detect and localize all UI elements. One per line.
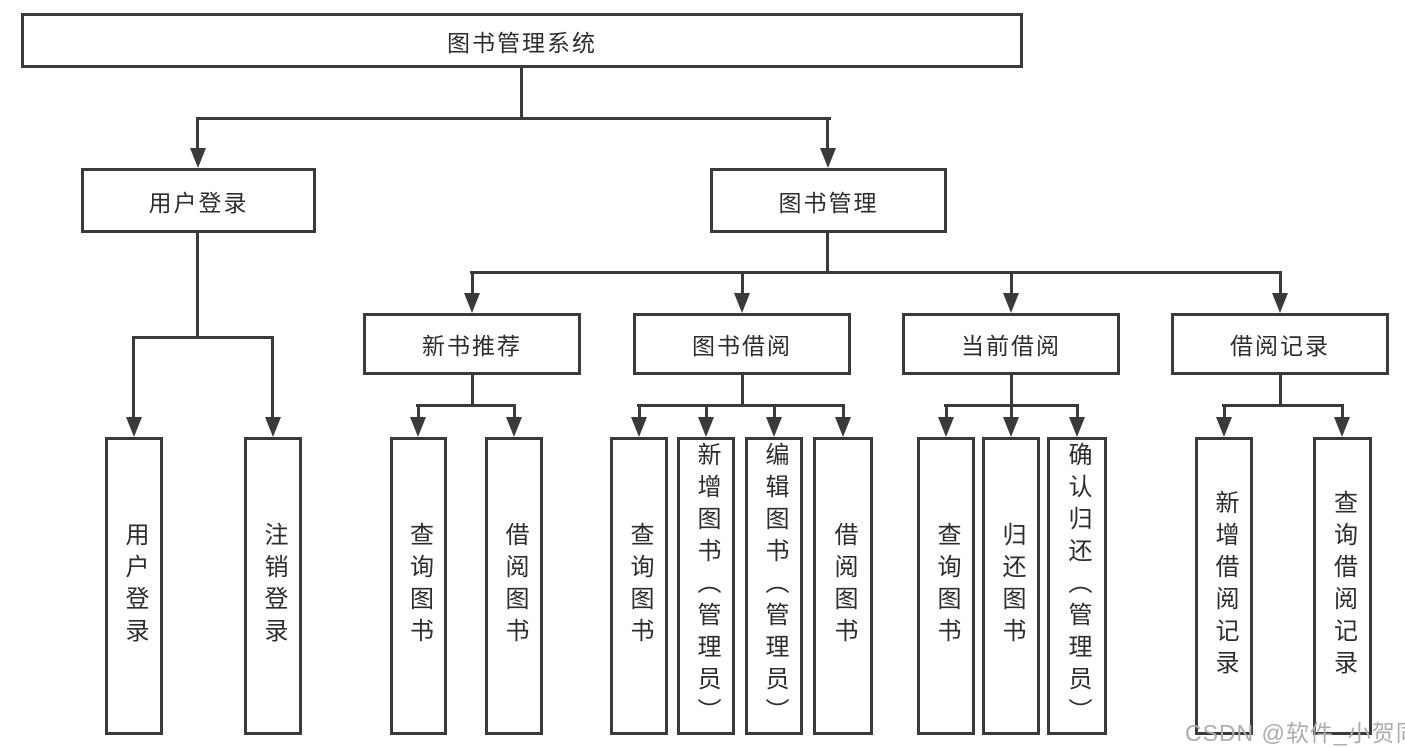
connector-recommend-spread — [416, 404, 516, 407]
leaf-logout: 注销登录 — [244, 437, 302, 735]
connector-drop-e2 — [1341, 404, 1344, 420]
arrowhead-book-management — [820, 148, 836, 168]
connector-login-stub — [196, 232, 199, 338]
arrowhead-borrowing — [734, 293, 750, 313]
connector-root-spread — [196, 117, 831, 120]
node-book-management: 图书管理 — [710, 168, 947, 233]
arrowhead-user-login — [190, 148, 206, 168]
connector-drop-d1 — [945, 404, 948, 420]
arrowhead-c3 — [766, 417, 782, 437]
connector-drop-user-login — [196, 117, 199, 151]
connector-drop-d3 — [1076, 404, 1079, 420]
connector-drop-c2 — [705, 404, 708, 420]
leaf-query-books-current: 查询图书 — [917, 437, 975, 735]
arrowhead-b2 — [506, 417, 522, 437]
connector-records-stub — [1279, 374, 1282, 407]
connector-borrowing-spread — [637, 404, 845, 407]
arrowhead-c2 — [698, 417, 714, 437]
connector-drop-records — [1279, 271, 1282, 296]
node-borrowing-records: 借阅记录 — [1171, 313, 1389, 375]
arrowhead-c1 — [631, 417, 647, 437]
connector-manage-spread — [470, 271, 1282, 274]
arrowhead-d3 — [1069, 417, 1085, 437]
connector-records-spread — [1222, 404, 1343, 407]
arrowhead-records — [1272, 293, 1288, 313]
leaf-borrow-books-recommend: 借阅图书 — [485, 437, 543, 735]
arrowhead-d1 — [938, 417, 954, 437]
connector-drop-c1 — [638, 404, 641, 420]
connector-manage-stub — [826, 232, 829, 273]
connector-drop-current — [1010, 271, 1013, 296]
arrowhead-current — [1003, 293, 1019, 313]
connector-drop-e1 — [1223, 404, 1226, 420]
connector-current-stub — [1010, 374, 1013, 407]
node-book-borrowing: 图书借阅 — [633, 313, 851, 375]
connector-drop-d2 — [1010, 404, 1013, 420]
connector-login-spread — [132, 336, 274, 339]
arrowhead-leaf-logout — [265, 417, 281, 437]
arrowhead-c4 — [835, 417, 851, 437]
connector-drop-borrowing — [741, 271, 744, 296]
leaf-query-books-recommend: 查询图书 — [390, 437, 447, 735]
leaf-borrow-books: 借阅图书 — [813, 437, 873, 735]
arrowhead-b1 — [410, 417, 426, 437]
connector-recommend-stub — [471, 374, 474, 407]
connector-drop-c4 — [842, 404, 845, 420]
node-user-login: 用户登录 — [81, 168, 316, 233]
arrowhead-e1 — [1216, 417, 1232, 437]
node-new-book-recommendation: 新书推荐 — [363, 313, 581, 375]
connector-drop-leaf-logout — [271, 336, 274, 420]
leaf-add-books-admin: 新增图书（管理员） — [677, 437, 735, 735]
arrowhead-leaf-user-login — [126, 417, 142, 437]
connector-borrowing-stub — [741, 374, 744, 407]
connector-drop-c3 — [773, 404, 776, 420]
connector-drop-recommend — [471, 271, 474, 296]
leaf-add-borrow-record: 新增借阅记录 — [1195, 437, 1253, 735]
node-root-library-system: 图书管理系统 — [21, 13, 1023, 68]
csdn-watermark: CSDN @软件_小贺同学 — [1185, 720, 1405, 746]
arrowhead-d2 — [1003, 417, 1019, 437]
leaf-query-books-borrow: 查询图书 — [610, 437, 668, 735]
connector-drop-leaf-user-login — [132, 336, 135, 420]
arrowhead-e2 — [1334, 417, 1350, 437]
leaf-edit-books-admin: 编辑图书（管理员） — [745, 437, 803, 735]
leaf-return-books: 归还图书 — [982, 437, 1040, 735]
connector-drop-b2 — [513, 404, 516, 420]
connector-drop-book-management — [826, 117, 829, 151]
leaf-user-login: 用户登录 — [105, 437, 163, 735]
leaf-query-borrow-record: 查询借阅记录 — [1313, 437, 1372, 735]
connector-drop-b1 — [417, 404, 420, 420]
connector-root-stub — [520, 67, 523, 119]
leaf-confirm-return-admin: 确认归还（管理员） — [1047, 437, 1107, 735]
node-current-borrowing: 当前借阅 — [902, 313, 1120, 375]
arrowhead-recommend — [464, 293, 480, 313]
